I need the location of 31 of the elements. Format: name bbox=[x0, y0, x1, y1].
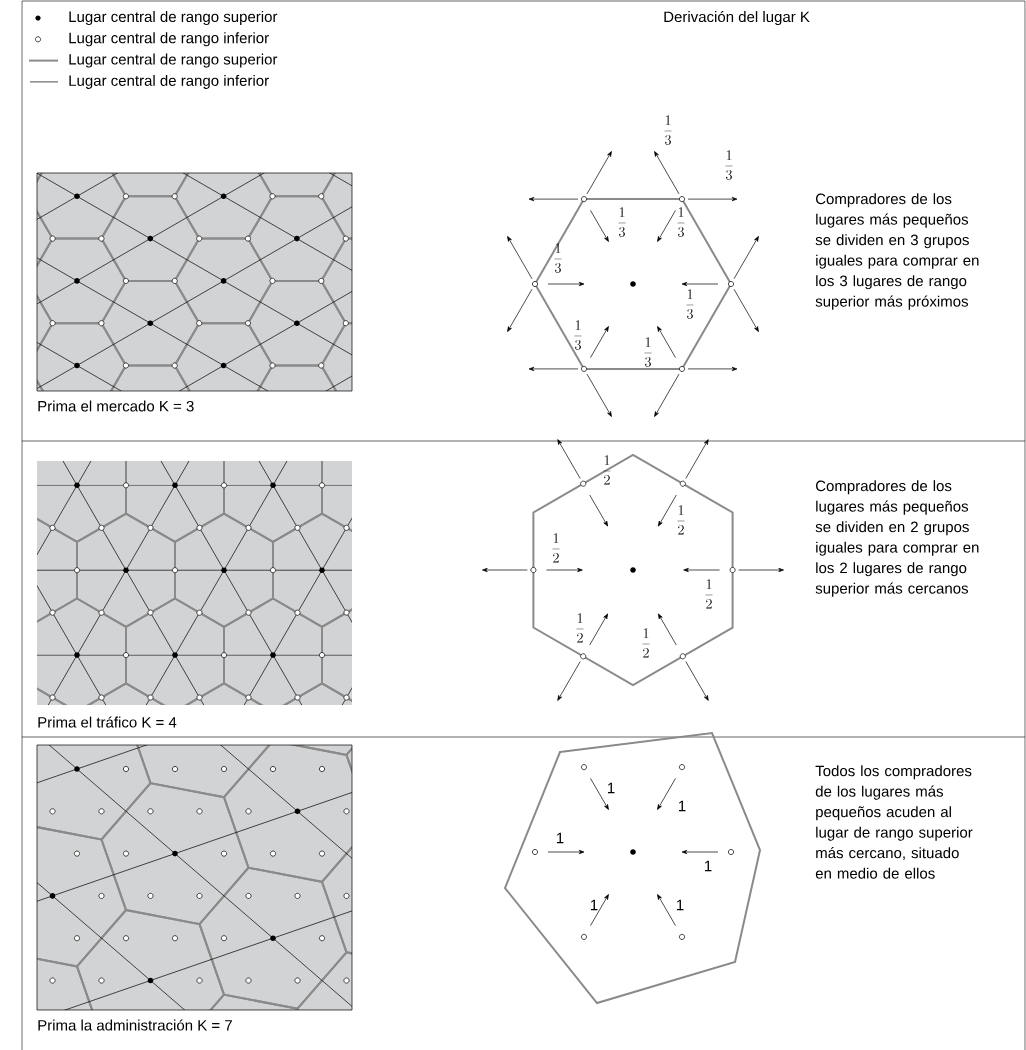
fraction-label: $\frac{1}{3}$ bbox=[664, 115, 672, 145]
share-label: 1 bbox=[679, 800, 686, 812]
fraction-label: $\frac{1}{3}$ bbox=[686, 289, 694, 319]
legend-text: Lugar central de rango superior bbox=[69, 53, 278, 68]
fraction-label: $\frac{1}{2}$ bbox=[603, 455, 611, 485]
description-text: Compradores de los lugares más pequeños se dividen en 3 grupos iguales para comprar en los 3 lugares de rango superior más próximos bbox=[815, 193, 979, 310]
fraction-label: $\frac{1}{3}$ bbox=[725, 150, 733, 180]
share-label: 1 bbox=[677, 899, 684, 911]
legend-text: Lugar central de rango inferior bbox=[69, 74, 269, 89]
legend-text: Lugar central de rango inferior bbox=[69, 32, 269, 47]
fraction-label: $\frac{1}{3}$ bbox=[618, 207, 626, 237]
fraction-label: $\frac{1}{3}$ bbox=[677, 207, 685, 237]
share-label: 1 bbox=[557, 832, 564, 844]
fraction-label: $\frac{1}{3}$ bbox=[644, 337, 652, 367]
fraction-label: $\frac{1}{2}$ bbox=[642, 628, 650, 658]
panel-caption: Prima el mercado K = 3 bbox=[38, 400, 194, 412]
legend-text: Lugar central de rango superior bbox=[69, 11, 278, 25]
title: Derivación del lugar K bbox=[664, 10, 810, 26]
fraction-label: $\frac{1}{2}$ bbox=[552, 533, 560, 563]
fraction-label: $\frac{1}{2}$ bbox=[705, 579, 713, 609]
fraction-label: $\frac{1}{2}$ bbox=[677, 505, 685, 535]
fraction-label: $\frac{1}{3}$ bbox=[574, 320, 582, 350]
fraction-label: $\frac{1}{2}$ bbox=[576, 613, 584, 643]
share-label: 1 bbox=[608, 782, 615, 794]
share-label: 1 bbox=[591, 899, 598, 911]
description-text: Compradores de los lugares más pequeños se dividen en 2 grupos iguales para comprar en los 2 lugares de rango superior más cercanos bbox=[815, 480, 979, 597]
description-text: Todos los compradores de los lugares más pequeños acuden al lugar de rango superior más cercano, situado en medio de ellos bbox=[815, 765, 973, 879]
fraction-label: $\frac{1}{3}$ bbox=[554, 243, 562, 273]
share-label: 1 bbox=[705, 860, 712, 872]
panel-caption: Prima el tráfico K = 4 bbox=[38, 716, 177, 728]
panel-caption: Prima la administración K = 7 bbox=[38, 1019, 232, 1031]
